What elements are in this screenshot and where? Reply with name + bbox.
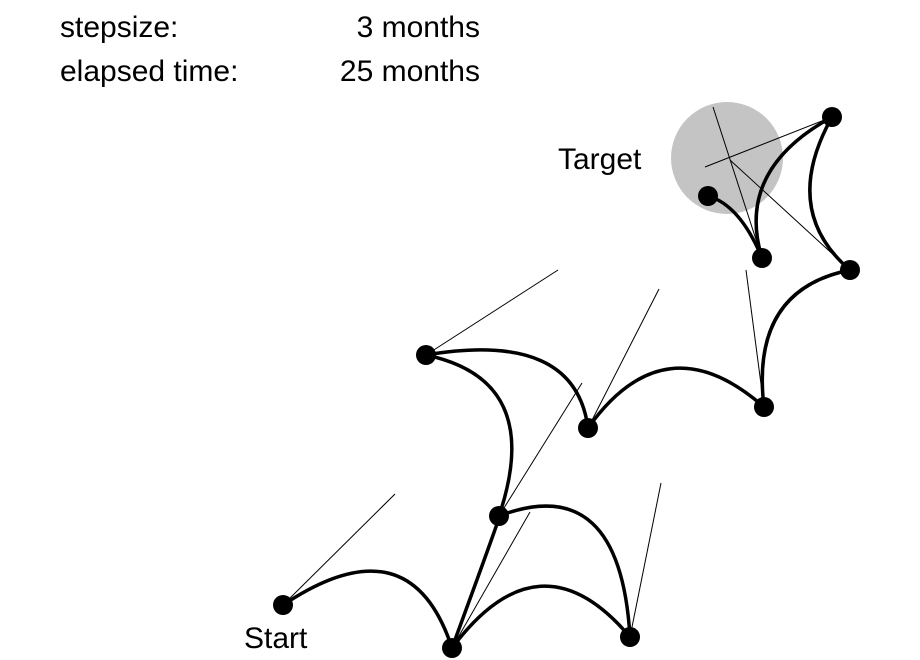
elapsed-row: elapsed time: 25 months (60, 50, 480, 94)
waypoint-dot (273, 595, 293, 615)
trajectory-arc (450, 584, 632, 650)
guide-line (282, 493, 396, 606)
elapsed-label: elapsed time: (60, 55, 239, 88)
waypoint-dot (822, 107, 842, 127)
stepsize-row: stepsize: 3 months (60, 6, 480, 50)
waypoint-dot (840, 260, 860, 280)
trajectory-arc (425, 353, 514, 517)
trajectory-arc (425, 348, 590, 429)
trajectory-arc (586, 366, 766, 430)
trajectory-arc (282, 569, 454, 649)
elapsed-value: 25 months (339, 55, 480, 88)
stepsize-label: stepsize: (60, 11, 179, 44)
waypoint-dot (754, 397, 774, 417)
guide-lines (282, 106, 851, 649)
waypoint-dot (698, 186, 718, 206)
trajectory-arc (498, 504, 632, 638)
guide-line (704, 116, 833, 168)
start-label: Start (244, 622, 308, 655)
guide-line (712, 106, 763, 259)
guide-line (425, 269, 559, 356)
guide-line (451, 511, 531, 649)
waypoint-dot (752, 248, 772, 268)
waypoint-dot (578, 418, 598, 438)
waypoint-dot (416, 345, 436, 365)
trajectory-arc (760, 268, 851, 408)
trajectory-arc (754, 115, 833, 259)
waypoints (273, 107, 860, 658)
guide-line (629, 482, 662, 638)
waypoint-dot (489, 506, 509, 526)
guide-line (587, 288, 660, 429)
trajectory-arcs (282, 115, 852, 650)
stepsize-value: 3 months (356, 11, 480, 44)
target-label: Target (558, 143, 642, 176)
waypoint-dot (620, 627, 640, 647)
trajectory-arc (450, 510, 503, 649)
waypoint-dot (442, 638, 462, 658)
info-panel: stepsize: 3 months elapsed time: 25 mont… (60, 6, 480, 94)
guide-line (498, 382, 583, 517)
trajectory-arc (808, 116, 852, 272)
